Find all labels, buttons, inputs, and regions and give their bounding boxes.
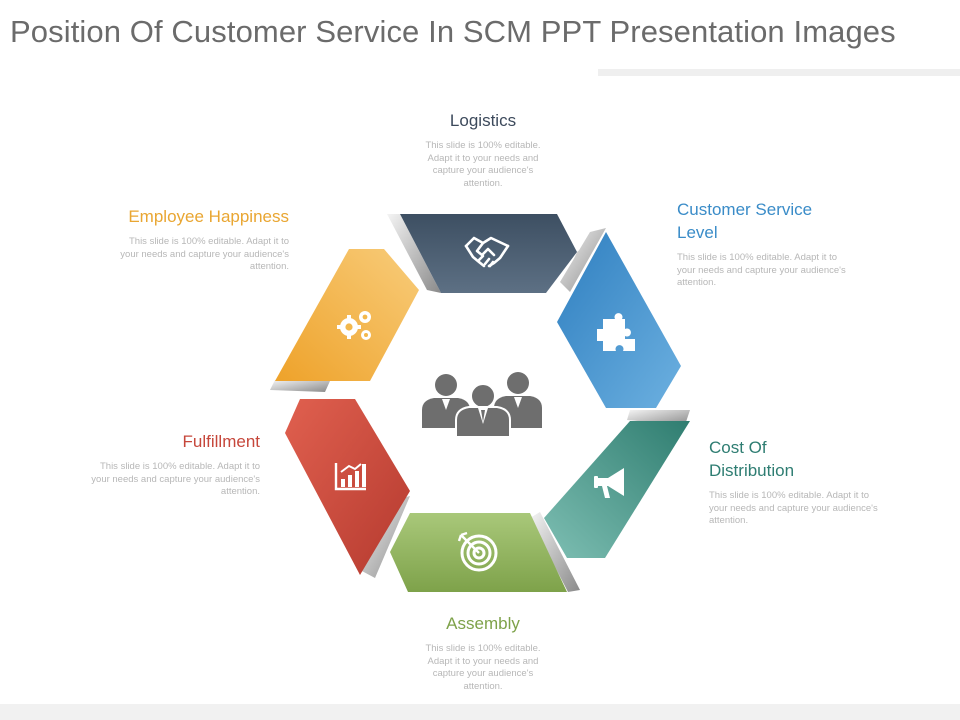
logistics-title: Logistics [449,111,517,130]
label-assembly: Assembly This slide is 100% editable. Ad… [398,612,568,694]
label-fulfillment: Fulfillment This slide is 100% editable.… [85,430,260,499]
team-icon [422,372,542,438]
fold-shadows [270,214,690,592]
megaphone-icon [594,468,624,498]
segment-fulfillment [285,399,410,575]
cost-of-distribution-title: Cost Of Distribution [709,438,795,480]
segment-logistics [400,214,577,293]
label-cost-of-distribution: Cost Of Distribution This slide is 100% … [709,436,884,528]
assembly-body: This slide is 100% editable. Adapt it to… [425,643,541,693]
target-icon [457,531,498,572]
slide-title: Position Of Customer Service In SCM PPT … [10,14,896,49]
label-customer-service-level: Customer Service Level This slide is 100… [677,198,852,290]
gears-icon [337,311,371,340]
fulfillment-title: Fulfillment [182,432,260,451]
handshake-icon [464,236,510,268]
label-logistics: Logistics This slide is 100% editable. A… [398,109,568,191]
customer-service-level-body: This slide is 100% editable. Adapt it to… [677,252,846,289]
title-underline-bar [598,69,960,76]
fulfillment-body: This slide is 100% editable. Adapt it to… [91,461,260,498]
assembly-title: Assembly [446,614,520,633]
footer-band [0,704,960,720]
cost-of-distribution-body: This slide is 100% editable. Adapt it to… [709,490,878,527]
growth-chart-icon [334,463,366,491]
logistics-body: This slide is 100% editable. Adapt it to… [425,140,541,190]
employee-happiness-title: Employee Happiness [128,207,289,226]
puzzle-icon [597,313,635,351]
employee-happiness-body: This slide is 100% editable. Adapt it to… [120,236,289,273]
customer-service-level-title: Customer Service Level [677,200,813,242]
label-employee-happiness: Employee Happiness This slide is 100% ed… [114,205,289,274]
